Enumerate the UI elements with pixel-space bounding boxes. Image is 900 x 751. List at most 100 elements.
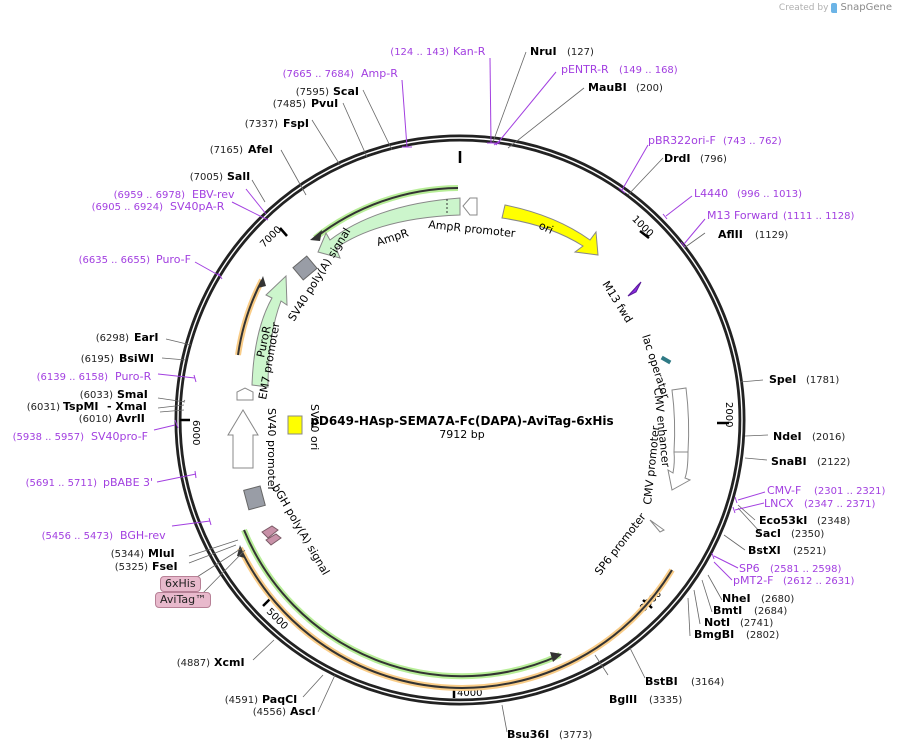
primer-amp-r[interactable]: (7665 .. 7684)Amp-R — [283, 67, 399, 80]
primer-puro-f[interactable]: (6635 .. 6655)Puro-F — [79, 253, 191, 266]
enzyme-site-tspmi[interactable]: (6031)TspMI — [27, 400, 99, 413]
enzyme-site-eco53ki[interactable]: Eco53kI(2348) — [759, 514, 850, 527]
enzyme-site-bstxi[interactable]: BstXI(2521) — [748, 544, 826, 557]
tag-leaders — [196, 547, 246, 594]
feature-label-ori: ori — [537, 219, 555, 237]
primer-lncx[interactable]: LNCX(2347 .. 2371) — [764, 497, 876, 510]
primer-sv40pro-f[interactable]: (5938 .. 5957)SV40pro-F — [13, 430, 148, 443]
feature-sp6-promoter[interactable]: SP6 promoter — [592, 510, 665, 578]
primer-pmt2-f[interactable]: pMT2-F(2612 .. 2631) — [733, 574, 855, 587]
tag-avitag[interactable]: AviTag™ — [155, 592, 212, 608]
svg-text:NheI: NheI — [722, 592, 751, 605]
enzyme-site-xmai[interactable]: - XmaI — [107, 400, 147, 413]
enzyme-site-scai[interactable]: (7595)ScaI — [296, 85, 359, 98]
enzyme-site-mlui[interactable]: (5344)MluI — [111, 547, 175, 560]
enzyme-site-smai[interactable]: (6033)SmaI — [80, 388, 148, 401]
svg-text:Puro-F: Puro-F — [156, 253, 191, 266]
enzyme-site-avrii[interactable]: (6010)AvrII — [79, 412, 145, 425]
enzyme-site-fsei[interactable]: (5325)FseI — [115, 560, 178, 573]
svg-text:Amp-R: Amp-R — [361, 67, 398, 80]
tag-6xhis[interactable]: 6xHis — [160, 576, 201, 592]
svg-text:NruI: NruI — [530, 45, 557, 58]
svg-text:(996 .. 1013): (996 .. 1013) — [737, 189, 802, 200]
enzyme-site-asci[interactable]: (4556)AscI — [253, 705, 316, 718]
svg-text:AflII: AflII — [718, 228, 743, 241]
primer-sv40pa-r[interactable]: (6905 .. 6924)SV40pA-R — [92, 200, 225, 213]
feature-label-sv40-promoter: SV40 promoter — [265, 408, 278, 492]
enzyme-site-noti[interactable]: NotI (2741) — [704, 616, 773, 629]
enzyme-site-maubi[interactable]: MauBI(200) — [588, 81, 663, 94]
primer-pentr-r[interactable]: pENTR-R(149 .. 168) — [561, 63, 678, 76]
enzyme-site-bmti[interactable]: BmtI(2684) — [713, 604, 787, 617]
primer-m13-forward[interactable]: M13 Forward (1111 .. 1128) — [707, 209, 855, 222]
svg-text:MluI: MluI — [148, 547, 175, 560]
enzyme-site-drdi[interactable]: DrdI(796) — [664, 152, 727, 165]
enzyme-site-bsu36i[interactable]: Bsu36I(3773) — [507, 728, 592, 741]
enzyme-site-paqci[interactable]: (4591)PaqCI — [225, 693, 298, 706]
feature-m13-fwd[interactable]: M13 fwd — [599, 279, 642, 325]
enzyme-site-nrui[interactable]: NruI (127) — [530, 45, 594, 58]
svg-text:(1781): (1781) — [806, 375, 839, 386]
primer-kan-r[interactable]: (124 .. 143)Kan-R — [390, 45, 485, 58]
svg-text:(1111 .. 1128): (1111 .. 1128) — [783, 211, 855, 222]
svg-text:(4556): (4556) — [253, 707, 286, 718]
svg-text:BstXI: BstXI — [748, 544, 781, 557]
orf-arcs — [235, 185, 675, 691]
enzyme-site-saci[interactable]: SacI(2350) — [755, 527, 824, 540]
primer-pbabe-3[interactable]: (5691 .. 5711)pBABE 3' — [26, 476, 154, 489]
tick-label-4000: 4000 — [457, 688, 482, 699]
enzyme-site-bsiwi[interactable]: (6195)BsiWI — [81, 352, 154, 365]
feature-tags-glyph[interactable] — [261, 525, 282, 546]
enzyme-site-ndei[interactable]: NdeI(2016) — [773, 430, 845, 443]
svg-text:(2680): (2680) — [761, 594, 794, 605]
enzyme-site-spei[interactable]: SpeI (1781) — [769, 373, 839, 386]
svg-text:(2348): (2348) — [817, 516, 850, 527]
enzyme-site-bglii[interactable]: BglII(3335) — [609, 693, 682, 706]
tick-marks — [180, 151, 729, 698]
svg-text:M13 Forward: M13 Forward — [707, 209, 778, 222]
svg-text:(2741): (2741) — [740, 618, 773, 629]
primer-pbr322ori-f[interactable]: pBR322ori-F(743 .. 762) — [648, 134, 782, 147]
enzyme-site-fspi[interactable]: (7337)FspI — [245, 117, 309, 130]
svg-text:LNCX: LNCX — [764, 497, 794, 510]
tick-label-1000: 1000 — [629, 214, 655, 240]
svg-text:NotI: NotI — [704, 616, 730, 629]
svg-text:(5938 .. 5957): (5938 .. 5957) — [13, 432, 85, 443]
primer-cmv-f[interactable]: CMV-F(2301 .. 2321) — [767, 484, 886, 497]
svg-text:SpeI: SpeI — [769, 373, 796, 386]
feature-puror[interactable]: PuroR — [251, 274, 288, 388]
enzyme-site-nhei[interactable]: NheI (2680) — [722, 592, 794, 605]
feature-ori[interactable]: ori — [501, 204, 599, 256]
enzyme-site-pvui[interactable]: (7485)PvuI — [273, 97, 338, 110]
svg-text:CMV-F: CMV-F — [767, 484, 801, 497]
enzyme-site-eari[interactable]: (6298)EarI — [96, 331, 159, 344]
svg-text:PvuI: PvuI — [311, 97, 338, 110]
enzyme-site-bstbi[interactable]: BstBI(3164) — [645, 675, 724, 688]
feature-sv40-ori[interactable]: SV40 ori — [287, 404, 321, 450]
enzyme-labels-left: (4556)AscI (4591)PaqCI (4887)XcmI (5325)… — [27, 85, 359, 718]
feature-sv40-promoter[interactable]: SV40 promoter — [227, 408, 278, 492]
enzyme-site-aflii[interactable]: AflII(1129) — [718, 228, 788, 241]
enzyme-leaders — [157, 51, 769, 733]
primer-sp6[interactable]: SP6(2581 .. 2598) — [739, 562, 842, 575]
svg-text:(7595): (7595) — [296, 87, 329, 98]
svg-text:(6298): (6298) — [96, 333, 129, 344]
primer-l4440[interactable]: L4440(996 .. 1013) — [694, 187, 802, 200]
enzyme-site-xcmi[interactable]: (4887)XcmI — [177, 656, 245, 669]
enzyme-site-bmgbi[interactable]: BmgBI (2802) — [694, 628, 779, 641]
primer-bgh-rev[interactable]: (5456 .. 5473)BGH-rev — [42, 529, 167, 542]
svg-text:BmgBI: BmgBI — [694, 628, 734, 641]
tick-label-2000: 2000 — [723, 402, 734, 427]
svg-text:pBR322ori-F: pBR322ori-F — [648, 134, 716, 147]
enzyme-site-sali[interactable]: (7005)SalI — [190, 170, 250, 183]
enzyme-site-snabi[interactable]: SnaBI(2122) — [771, 455, 850, 468]
primer-puro-r[interactable]: (6139 .. 6158)Puro-R — [37, 370, 152, 383]
svg-text:(2802): (2802) — [746, 630, 779, 641]
primer-ebv-rev[interactable]: (6959 .. 6978)EBV-rev — [114, 188, 235, 201]
enzyme-site-afei[interactable]: (7165)AfeI — [210, 143, 273, 156]
svg-text:(5691 .. 5711): (5691 .. 5711) — [26, 478, 98, 489]
feature-bgh-polya[interactable]: bGH poly(A) signal — [243, 482, 332, 577]
snapgene-logo-icon — [831, 2, 838, 13]
svg-text:(3773): (3773) — [559, 730, 592, 741]
svg-text:(127): (127) — [567, 47, 594, 58]
